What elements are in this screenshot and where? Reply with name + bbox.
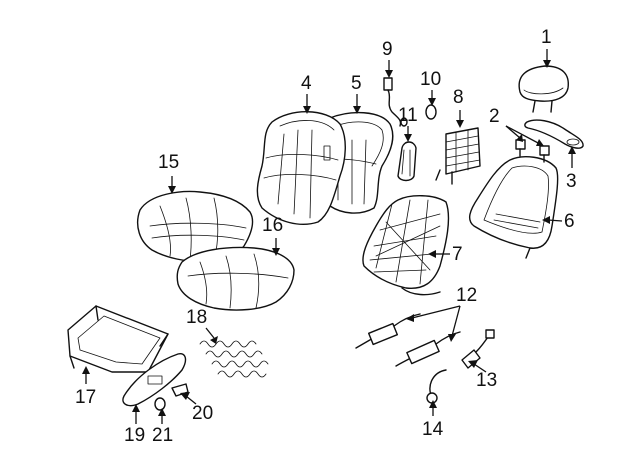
callout-21: 21: [152, 425, 174, 446]
seatback-spring-frame-part: [362, 195, 450, 296]
callout-6: 6: [564, 211, 575, 232]
callout-5: 5: [351, 73, 362, 94]
leader-lines: [82, 49, 576, 424]
headrest-part: [518, 65, 569, 113]
callout-16: 16: [262, 215, 284, 236]
callout-12: 12: [456, 285, 478, 306]
callout-19: 19: [124, 425, 146, 446]
guide-pin-part: [515, 139, 550, 163]
callout-14: 14: [422, 419, 444, 440]
callout-2: 2: [489, 106, 500, 127]
seatback-frame-part: [468, 156, 559, 259]
seat-cushion-pad-part: [176, 246, 295, 311]
springs-part: [199, 340, 269, 378]
callout-9: 9: [382, 39, 393, 60]
callout-11: 11: [398, 105, 418, 126]
clip-part: [425, 104, 437, 120]
callout-15: 15: [158, 152, 180, 173]
adjust-knob-part: [397, 141, 417, 182]
callout-20: 20: [192, 403, 214, 424]
callout-18: 18: [186, 307, 208, 328]
callout-4: 4: [301, 73, 312, 94]
callout-17: 17: [75, 387, 97, 408]
wire-harness-part: [383, 77, 408, 127]
callout-8: 8: [453, 87, 464, 108]
lumbar-mechanism-part: [435, 127, 481, 185]
side-shield-part: [122, 353, 187, 407]
seatback-cover-part: [256, 111, 346, 226]
connector-part: [461, 329, 495, 369]
callout-10: 10: [420, 69, 442, 90]
recliner-cable-part: [355, 313, 461, 367]
callout-1: 1: [541, 27, 552, 48]
seat-cushion-cover-part: [136, 190, 254, 263]
callout-13: 13: [476, 370, 498, 391]
handle-part: [426, 369, 447, 404]
small-knob-part: [154, 397, 166, 411]
headrest-guide-part: [524, 119, 584, 149]
callout-3: 3: [566, 171, 577, 192]
callout-7: 7: [452, 244, 463, 265]
